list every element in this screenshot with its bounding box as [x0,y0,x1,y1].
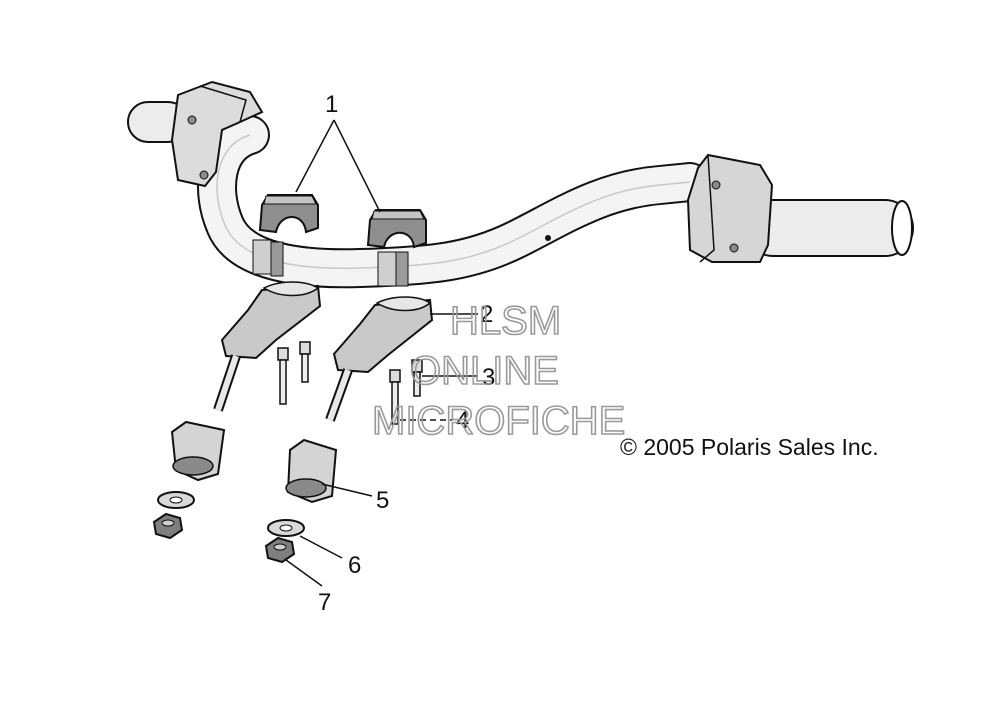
leader-6 [299,535,343,559]
watermark-line-3: MICROFICHE [372,399,625,443]
callout-5: 5 [376,487,389,514]
upper-clamp-right [366,209,427,249]
bolt-short-right [411,359,423,397]
bolt-long-left [277,347,289,405]
callout-2: 2 [480,301,493,328]
upper-clamp-left [258,194,319,234]
leader-lines [285,119,478,587]
watermark-line-1: HLSM [450,299,561,343]
handlebar [127,101,914,289]
riser-right [325,296,434,422]
washer-left [157,491,195,509]
left-switch-housing [170,80,264,188]
nut-left [152,512,184,540]
bolt-short-left [299,341,311,383]
callout-6: 6 [348,552,361,579]
bushing-right [285,438,338,504]
callout-4: 4 [456,407,469,434]
callout-7: 7 [318,589,331,616]
washer-right [267,519,305,537]
copyright-notice: © 2005 Polaris Sales Inc. [620,434,879,460]
riser-left [213,281,322,412]
bolt-long-right [389,369,401,425]
leader-1b [333,119,381,213]
leader-5 [321,483,373,497]
watermark: HLSM ONLINE MICROFICHE [371,298,626,444]
watermark-line-2: ONLINE [410,349,559,393]
right-switch-housing [686,153,774,263]
leader-7 [285,559,323,587]
callout-1: 1 [325,91,338,118]
callout-3: 3 [482,364,495,391]
nut-right [264,536,296,564]
bushing-left [170,420,226,482]
leader-1a [295,119,335,193]
